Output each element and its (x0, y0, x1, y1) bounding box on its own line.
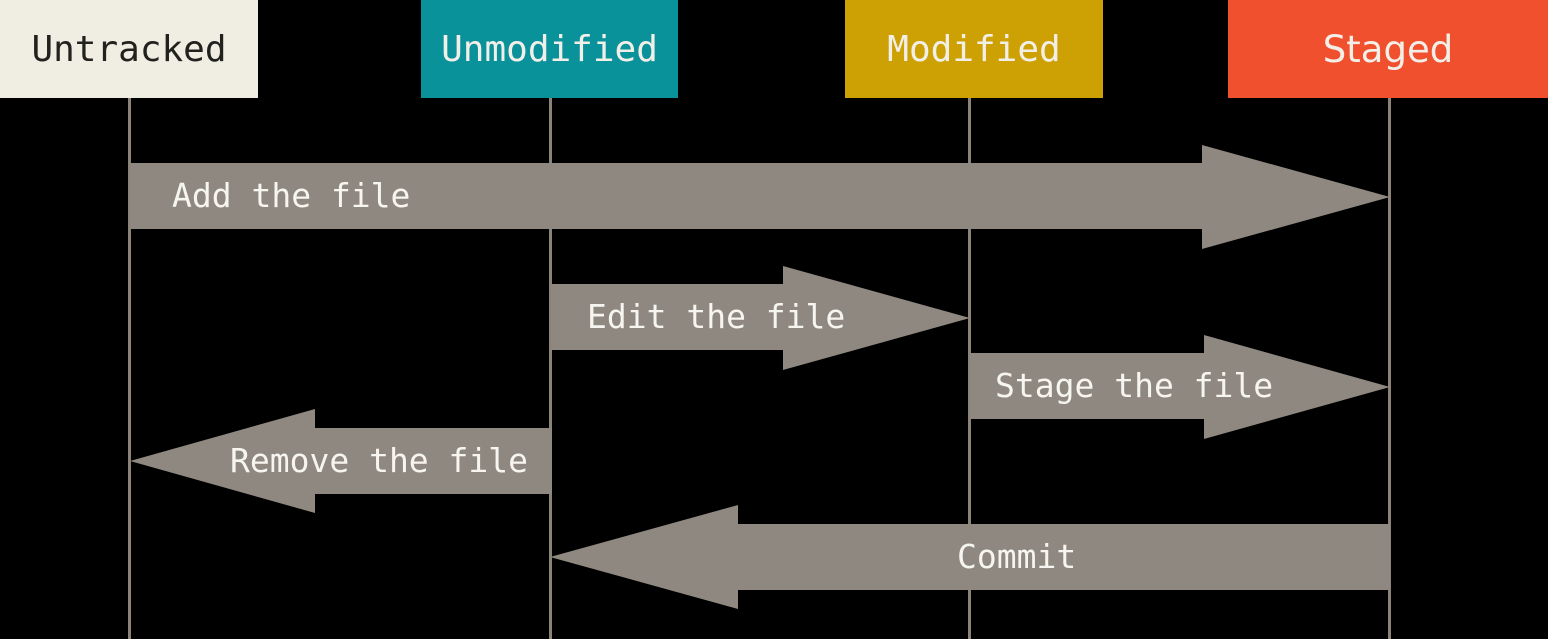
state-label-unmodified: Unmodified (441, 28, 658, 70)
lifeline-untracked (128, 98, 131, 639)
arrow-left-icon (130, 409, 315, 513)
state-box-untracked: Untracked (0, 0, 258, 98)
lifeline-unmodified (549, 98, 552, 639)
transition-stage-the-file-shaft (970, 353, 1204, 419)
transition-stage-the-file-label: Stage the file (995, 366, 1274, 405)
transition-add-the-file-label: Add the file (172, 176, 411, 215)
state-box-unmodified: Unmodified (421, 0, 678, 98)
transition-commit-shaft (738, 524, 1390, 590)
arrow-right-icon (783, 266, 970, 370)
arrow-left-icon (550, 505, 738, 609)
state-box-staged: Staged (1228, 0, 1548, 98)
transition-edit-the-file-shaft (551, 284, 783, 350)
state-label-modified: Modified (887, 28, 1061, 70)
transition-remove-the-file-shaft (315, 428, 552, 494)
transition-add-the-file-shaft (130, 163, 1202, 229)
state-label-untracked: Untracked (31, 28, 227, 70)
transition-edit-the-file-label: Edit the file (587, 297, 846, 336)
state-box-modified: Modified (845, 0, 1103, 98)
transition-remove-the-file-label: Remove the file (230, 441, 529, 480)
arrow-right-icon (1202, 145, 1390, 249)
arrow-right-icon (1204, 335, 1390, 439)
state-label-staged: Staged (1322, 27, 1454, 71)
transition-commit-label: Commit (957, 537, 1077, 576)
